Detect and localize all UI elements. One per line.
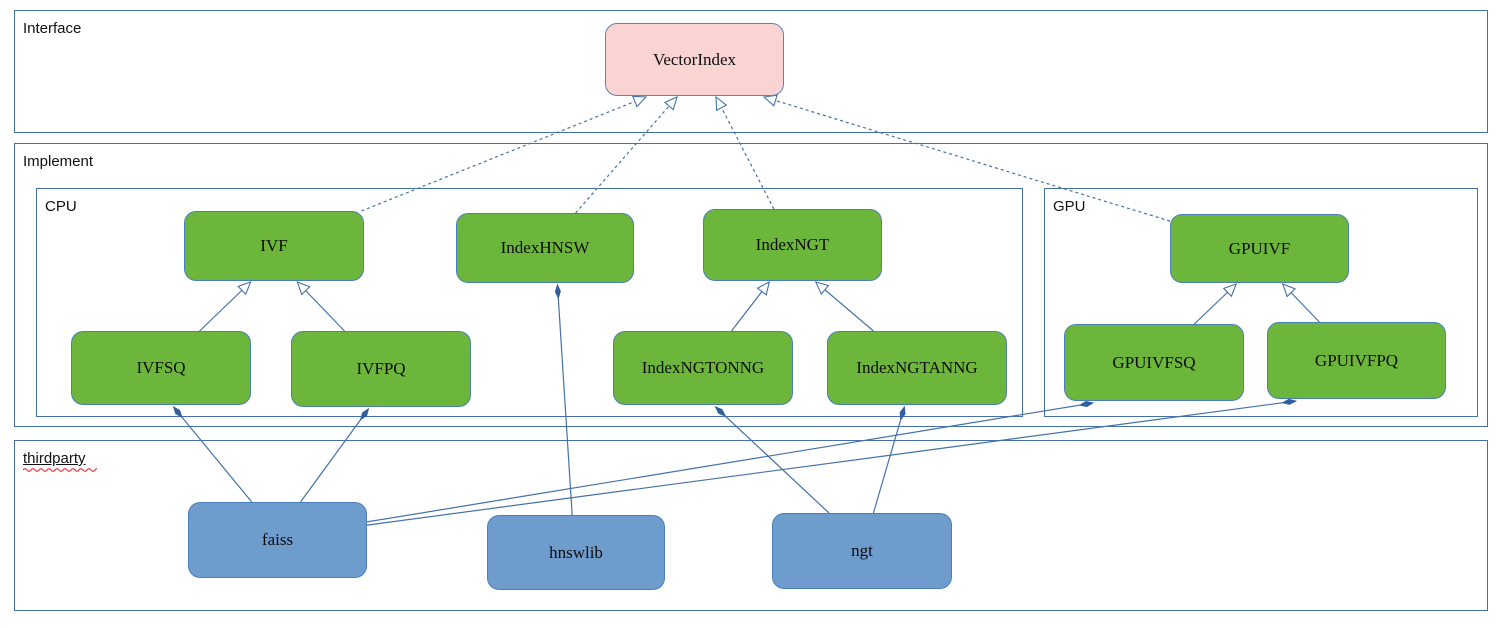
node-label-gpuivf: GPUIVF: [1228, 238, 1291, 258]
node-label-indexhnsw: IndexHNSW: [500, 238, 590, 257]
package-label-interface: Interface: [23, 20, 82, 37]
node-indexngtanng[interactable]: IndexNGTANNG: [827, 331, 1007, 405]
node-label-ivfpq: IVFPQ: [356, 359, 406, 378]
node-indexhnsw[interactable]: IndexHNSW: [456, 213, 634, 283]
node-label-vectorindex: VectorIndex: [652, 49, 737, 69]
node-label-faiss: faiss: [261, 530, 294, 549]
node-vectorindex[interactable]: VectorIndex: [605, 23, 784, 96]
node-hnswlib[interactable]: hnswlib: [487, 515, 665, 590]
node-faiss[interactable]: faiss: [188, 502, 367, 578]
node-label-indexngt: IndexNGT: [755, 235, 830, 254]
node-indexngtonng[interactable]: IndexNGTONNG: [613, 331, 793, 405]
node-gpuivfpq[interactable]: GPUIVFPQ: [1267, 322, 1446, 399]
node-label-gpuivfpq: GPUIVFPQ: [1314, 350, 1399, 370]
node-label-ivfsq: IVFSQ: [136, 358, 186, 377]
node-ivf[interactable]: IVF: [184, 211, 364, 281]
node-label-ivf: IVF: [260, 236, 288, 255]
node-label-indexngtanng: IndexNGTANNG: [856, 358, 978, 377]
node-label-hnswlib: hnswlib: [549, 542, 603, 562]
node-ivfsq[interactable]: IVFSQ: [71, 331, 251, 405]
package-label-thirdparty: thirdparty: [23, 450, 86, 467]
package-label-implement: Implement: [23, 153, 94, 170]
node-gpuivf[interactable]: GPUIVF: [1170, 214, 1349, 283]
node-ivfpq[interactable]: IVFPQ: [291, 331, 471, 407]
node-label-gpuivfsq: GPUIVFSQ: [1112, 352, 1196, 372]
node-label-indexngtonng: IndexNGTONNG: [641, 358, 765, 377]
node-indexngt[interactable]: IndexNGT: [703, 209, 882, 281]
node-ngt[interactable]: ngt: [772, 513, 952, 589]
node-label-ngt: ngt: [851, 541, 873, 560]
package-label-gpu: GPU: [1053, 198, 1086, 215]
package-label-cpu: CPU: [45, 198, 77, 215]
node-gpuivfsq[interactable]: GPUIVFSQ: [1064, 324, 1244, 401]
